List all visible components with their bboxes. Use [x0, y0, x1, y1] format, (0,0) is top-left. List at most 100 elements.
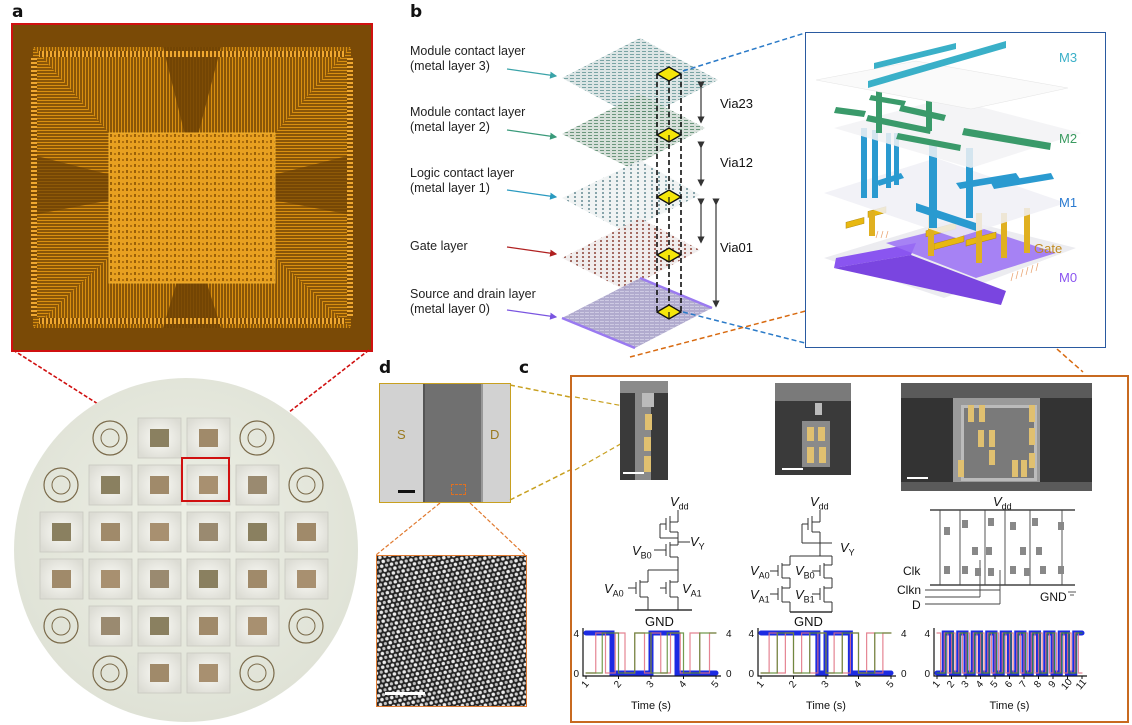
y-tick-label-left: 4 — [573, 629, 579, 640]
metal-label-m2: M2 — [1059, 131, 1078, 146]
c2-vb1-label: VB1 — [795, 587, 815, 605]
tem-lattice-image — [376, 555, 527, 707]
y-tick-label-left: 0 — [924, 669, 930, 680]
panel-c-frame — [570, 375, 1129, 723]
plate-gate — [562, 218, 700, 290]
metal-label-m1: M1 — [1059, 195, 1078, 210]
university-logo-inner — [296, 475, 316, 495]
x-tick-label: 2 — [612, 679, 624, 691]
die-core — [199, 617, 218, 635]
wafer-die — [284, 558, 329, 600]
panel-c-label: c — [519, 358, 530, 378]
sem-gate-2 — [775, 383, 851, 475]
die-core — [101, 617, 120, 635]
wafer-drawing — [14, 378, 358, 722]
via-label-23: Via23 — [720, 96, 754, 111]
x-tick-label: 5 — [710, 679, 722, 691]
c3-vdd-label: Vdd — [993, 494, 1012, 512]
c3-clkn-label: Clkn — [897, 583, 922, 597]
x-tick-label: 5 — [989, 679, 1001, 691]
channel-region — [423, 384, 483, 502]
x-tick-label: 2 — [787, 679, 799, 691]
layer-label-m0: Source and drain layer (metal layer 0) — [410, 287, 536, 316]
university-logo-inner — [247, 663, 267, 683]
series-clk — [936, 632, 1083, 674]
die-core — [150, 523, 169, 541]
university-logo-icon — [92, 420, 128, 456]
series-input-B — [585, 632, 717, 674]
layer-label-m3: Module contact layer (metal layer 3) — [410, 44, 526, 73]
scale-bar — [782, 468, 803, 470]
die-core — [248, 617, 267, 635]
university-logo-icon — [43, 467, 79, 503]
die-core — [199, 429, 218, 447]
y-tick-label-left: 4 — [748, 629, 754, 640]
drain-label: D — [490, 427, 500, 442]
die-core — [101, 523, 120, 541]
y-tick-label-right: 4 — [726, 629, 732, 640]
university-logo-inner — [51, 475, 71, 495]
layer-label-m2: Module contact layer (metal layer 2) — [410, 105, 526, 134]
die-core — [150, 570, 169, 588]
x-tick-label: 1 — [580, 679, 592, 691]
x-tick-label: 6 — [1003, 679, 1015, 691]
c2-gnd-label: GND — [794, 614, 823, 629]
die-core — [248, 523, 267, 541]
chart-axes — [933, 628, 1087, 677]
arrow-m2 — [506, 129, 558, 140]
university-logo-icon — [92, 655, 128, 691]
panel-b-label: b — [410, 2, 423, 22]
die-core — [199, 476, 218, 494]
c2-vy-label: VY — [840, 540, 855, 558]
x-tick-label: 5 — [885, 679, 897, 691]
c3-gnd-label: GND — [1040, 590, 1067, 604]
university-logo-inner — [247, 428, 267, 448]
x-tick-label: 3 — [820, 679, 832, 691]
y-tick-label-left: 0 — [573, 669, 579, 680]
die-core — [297, 523, 316, 541]
x-tick-label: 7 — [1018, 679, 1030, 691]
x-tick-label: 11 — [1074, 677, 1089, 692]
arrow-gate — [506, 246, 558, 257]
via-label-12: Via12 — [720, 155, 754, 170]
die-core — [199, 570, 218, 588]
die-core — [52, 570, 71, 588]
university-logo-inner — [51, 616, 71, 636]
via-arrows — [697, 81, 720, 308]
arrow-m3 — [506, 68, 558, 79]
layer-label-m1: Logic contact layer (metal layer 1) — [410, 166, 515, 195]
x-tick-label: 2 — [945, 679, 957, 691]
selected-die-highlight — [181, 457, 230, 502]
x-tick-label: 9 — [1047, 679, 1059, 691]
plate-m3 — [562, 38, 718, 120]
university-logo-icon — [288, 467, 324, 503]
chip-micrograph — [11, 23, 373, 352]
die-core — [52, 523, 71, 541]
c3-d-label: D — [912, 598, 921, 612]
circuit-3-transistors — [944, 518, 1064, 576]
die-core — [297, 570, 316, 588]
c2-vb0-label: VB0 — [795, 563, 815, 581]
x-tick-label: 3 — [645, 679, 657, 691]
sem-gate-1 — [620, 381, 668, 480]
sem-transistor-image: S D — [379, 383, 511, 503]
die-core — [199, 523, 218, 541]
die-core — [101, 476, 120, 494]
x-tick-label: 1 — [755, 679, 767, 691]
lattice-scale-bar — [385, 692, 425, 695]
chip-layout-drawing — [31, 47, 353, 328]
3d-interconnect-box: M3 M2 M1 Gate M0 — [805, 32, 1106, 348]
x-axis-label: Time (s) — [806, 700, 846, 712]
die-core — [101, 570, 120, 588]
die-core — [150, 617, 169, 635]
c2-vdd-label: Vdd — [810, 494, 829, 512]
via-label-01: Via01 — [720, 240, 754, 255]
university-logo-icon — [239, 420, 275, 456]
c1-va1-label: VA1 — [682, 581, 702, 599]
scale-bar — [398, 490, 415, 493]
metal-label-m3: M3 — [1059, 50, 1078, 65]
metal-label-m0: M0 — [1059, 270, 1078, 285]
